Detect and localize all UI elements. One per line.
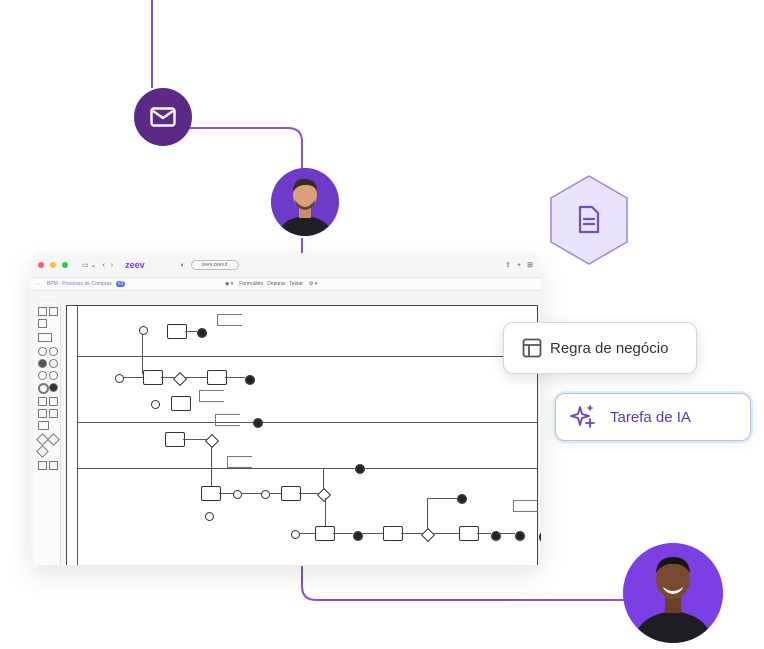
lane[interactable] [77, 422, 537, 469]
annotation [217, 314, 242, 326]
breadcrumb[interactable]: BPM - Processo de Compras [47, 281, 112, 287]
lasso-tool-icon[interactable] [49, 307, 58, 316]
start-event[interactable] [139, 326, 148, 335]
gateway[interactable] [420, 527, 436, 543]
task[interactable] [165, 432, 185, 447]
parallel-gateway-icon[interactable] [47, 433, 60, 446]
timer-event-icon[interactable] [49, 359, 58, 368]
end-event[interactable] [457, 494, 467, 504]
sparkles-icon [570, 405, 595, 428]
pool-icon[interactable] [38, 333, 52, 342]
document-icon [578, 205, 600, 234]
mail-step [134, 88, 192, 146]
tab-testar[interactable]: Testar [289, 281, 303, 287]
end-event[interactable] [515, 531, 525, 541]
view-icon[interactable]: ◉ ▾ [225, 281, 234, 287]
task[interactable] [315, 526, 335, 541]
lane[interactable] [77, 356, 537, 423]
lane[interactable] [77, 306, 537, 357]
minimize-window-button[interactable] [50, 262, 56, 268]
mail-icon [150, 107, 176, 127]
end-event[interactable] [539, 531, 541, 543]
app-window: ▭ ⌄ ‹ › zeev ◐ zeev.zeev.it ⇪ + ⊞ ← BPM … [30, 253, 541, 565]
shield-icon: ◐ [180, 261, 185, 269]
tab-depurar[interactable]: Depurar [267, 281, 286, 287]
settings-icon[interactable]: ⚙ ▾ [308, 281, 318, 287]
timer-event[interactable] [151, 400, 160, 409]
script-task-icon[interactable] [49, 409, 58, 418]
end-event[interactable] [353, 531, 363, 541]
back-arrow-icon[interactable]: ← [36, 281, 41, 287]
sidebar-toggle-icon[interactable]: ▭ ⌄ [82, 262, 97, 269]
gateway[interactable] [316, 487, 332, 503]
error-event-icon[interactable] [49, 371, 58, 380]
subprocess-icon[interactable] [38, 421, 49, 430]
end-event[interactable] [355, 464, 365, 474]
task[interactable] [143, 370, 163, 385]
task[interactable] [201, 486, 221, 501]
close-window-button[interactable] [38, 262, 44, 268]
end-event[interactable] [245, 375, 255, 385]
timer-event[interactable] [205, 512, 214, 521]
intermediate-event[interactable] [233, 490, 242, 499]
task[interactable] [281, 486, 301, 501]
signal-event-icon[interactable] [38, 371, 47, 380]
task-icon[interactable] [38, 397, 47, 406]
end-event[interactable] [197, 328, 207, 338]
start-event[interactable] [115, 374, 124, 383]
task[interactable] [167, 324, 187, 339]
end-event[interactable] [491, 531, 501, 541]
annotation [227, 456, 252, 468]
window-titlebar: ▭ ⌄ ‹ › zeev ◐ zeev.zeev.it ⇪ + ⊞ [30, 253, 541, 277]
terminate-event-icon[interactable] [49, 383, 58, 392]
start-event[interactable] [291, 530, 300, 539]
business-rule-tag: Regra de negócio [503, 322, 697, 374]
task[interactable] [171, 396, 191, 411]
annotation [215, 414, 240, 426]
process-bar: ← BPM - Processo de Compras v3 ◉ ▾ Formu… [30, 277, 541, 291]
forward-icon[interactable]: › [110, 261, 114, 269]
version-badge: v3 [115, 281, 126, 287]
ai-task-label: Tarefa de IA [610, 408, 691, 426]
task[interactable] [207, 370, 227, 385]
event-gateway-icon[interactable] [36, 445, 49, 458]
user-task-icon[interactable] [49, 397, 58, 406]
tab-formulario[interactable]: Formulário [239, 281, 264, 287]
table-icon [522, 338, 542, 358]
modeler-canvas[interactable] [30, 299, 541, 565]
document-step [548, 174, 630, 266]
hand-tool-icon[interactable] [38, 307, 47, 316]
address-bar[interactable]: zeev.zeev.it [190, 260, 239, 270]
start-event-icon[interactable] [38, 347, 47, 356]
intermediate-event-icon[interactable] [49, 347, 58, 356]
end-event-icon[interactable] [38, 383, 49, 394]
task[interactable] [383, 526, 403, 541]
message-event-icon[interactable] [38, 359, 47, 368]
bpmn-diagram[interactable] [66, 305, 541, 565]
user-avatar [623, 543, 723, 643]
brand-logo: zeev [125, 260, 145, 270]
tabs-grid-icon[interactable]: ⊞ [527, 262, 533, 269]
zoom-window-button[interactable] [62, 262, 68, 268]
element-palette [34, 303, 61, 565]
data-store-icon[interactable] [38, 461, 47, 470]
service-task-icon[interactable] [38, 409, 47, 418]
business-rule-label: Regra de negócio [550, 339, 669, 357]
end-event[interactable] [253, 418, 263, 428]
new-tab-icon[interactable]: + [517, 261, 522, 269]
share-icon[interactable]: ⇪ [505, 262, 512, 269]
task[interactable] [459, 526, 479, 541]
intermediate-event[interactable] [261, 490, 270, 499]
annotation [513, 500, 538, 512]
back-icon[interactable]: ‹ [102, 261, 105, 269]
annotation [199, 390, 224, 402]
space-tool-icon[interactable] [38, 319, 47, 328]
ai-task-tag: Tarefa de IA [555, 393, 751, 441]
data-object-icon[interactable] [49, 461, 58, 470]
user-avatar [271, 168, 339, 236]
